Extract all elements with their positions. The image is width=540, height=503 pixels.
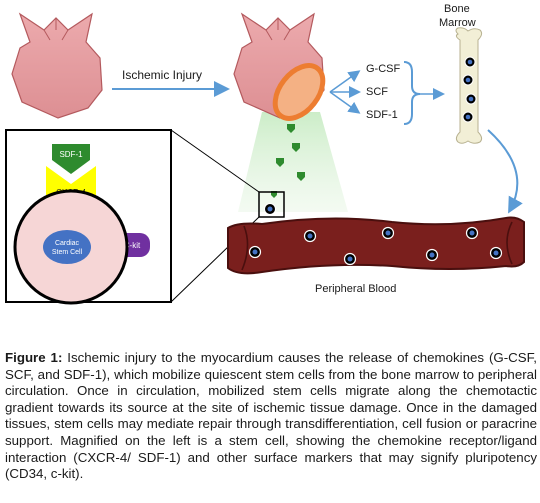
- mobilization-arrow: [487, 129, 523, 214]
- ckit-marker-label: C-kit: [124, 241, 141, 250]
- bone: [455, 27, 483, 144]
- sdf1-ligand-label: SDF-1: [59, 150, 83, 159]
- bone-marrow-label-line1: Bone: [444, 3, 470, 15]
- diagram-figure: Ischemic Injury G-CSF SCF SDF-1 Bone Mar…: [5, 3, 525, 305]
- caption-text: Ischemic injury to the myocardium causes…: [5, 350, 537, 482]
- blood-vessel: [227, 216, 525, 275]
- chemotactic-gradient-beam: [238, 112, 348, 212]
- figure-caption: Figure 1: Ischemic injury to the myocard…: [5, 350, 537, 483]
- stem-cell-label-line2: Stem Cell: [52, 249, 83, 256]
- chemokine-bracket: [403, 61, 421, 125]
- peripheral-blood-label: Peripheral Blood: [315, 283, 396, 295]
- injury-site: [272, 63, 326, 121]
- chemokine-arrows: [329, 70, 361, 114]
- stem-cell-label-line1: Cardiac: [55, 240, 80, 247]
- sdf1-ligand: [52, 144, 90, 174]
- healthy-heart: [11, 12, 103, 119]
- chemokine-label-scf: SCF: [366, 86, 388, 98]
- zoom-line-top: [170, 129, 260, 193]
- bone-marrow-label-line2: Marrow: [439, 17, 476, 29]
- stem-cell-nucleus: [43, 230, 91, 264]
- chemokine-label-sdf1: SDF-1: [366, 109, 398, 121]
- caption-label: Figure 1:: [5, 350, 63, 365]
- ischemic-injury-label: Ischemic Injury: [122, 68, 202, 82]
- chemokine-label-gcsf: G-CSF: [366, 63, 401, 75]
- magnified-cell-box: [258, 191, 285, 218]
